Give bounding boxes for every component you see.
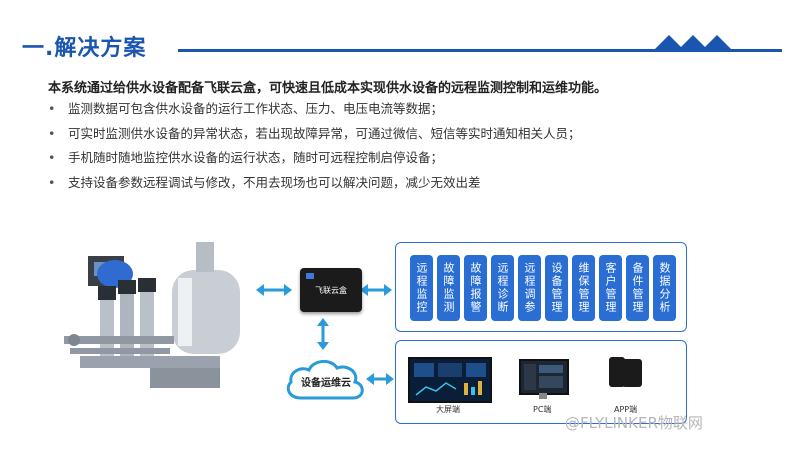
feature-item: 监测数据可包含供水设备的运行工作状态、压力、电压电流等数据； <box>48 100 581 125</box>
app-caption: APP端 <box>614 405 638 414</box>
function-item: 备件管理 <box>626 255 649 321</box>
cloud-icon <box>286 360 364 400</box>
function-item: 维保管理 <box>572 255 595 321</box>
pc-caption: PC端 <box>533 405 552 414</box>
phone-image <box>609 357 625 387</box>
phone-image <box>622 359 642 387</box>
feature-item: 手机随时随地监控供水设备的运行状态，随时可远程控制启停设备； <box>48 149 581 174</box>
device-label: 飞联云盒 <box>315 285 347 295</box>
terminal-panel: 大屏端 PC端 APP端 <box>395 340 687 424</box>
function-item: 远程调参 <box>518 255 541 321</box>
function-panel: 远程监控 故障监测 故障报警 远程诊断 远程调参 设备管理 维保管理 客户管理 … <box>395 242 687 332</box>
vertical-double-arrow-icon <box>317 318 329 350</box>
feature-list: 监测数据可包含供水设备的运行工作状态、压力、电压电流等数据； 可实时监测供水设备… <box>48 100 581 198</box>
function-item: 客户管理 <box>599 255 622 321</box>
function-item: 远程诊断 <box>491 255 514 321</box>
function-item: 故障报警 <box>464 255 487 321</box>
big-screen-image <box>408 357 492 403</box>
function-item: 数据分析 <box>653 255 676 321</box>
watermark: @FLYLINKER物联网 <box>565 414 703 432</box>
dashboard-icon <box>414 363 486 396</box>
cloud-label: 设备运维云 <box>301 378 351 389</box>
pc-dashboard-icon <box>524 364 563 390</box>
pc-screen-image <box>519 359 569 395</box>
double-arrow-icon <box>256 284 292 296</box>
pc-stand <box>539 393 547 399</box>
double-arrow-icon <box>366 373 394 385</box>
cloud-box-device: 飞联云盒 <box>300 268 362 312</box>
mountain-decoration-icon <box>655 35 731 49</box>
water-pump-illustration <box>64 242 240 388</box>
big-screen-caption: 大屏端 <box>436 405 460 414</box>
function-item: 设备管理 <box>545 255 568 321</box>
title-divider <box>178 49 782 52</box>
function-item: 故障监测 <box>437 255 460 321</box>
feature-item: 可实时监测供水设备的异常状态，若出现故障异常，可通过微信、短信等实时通知相关人员… <box>48 125 581 150</box>
page-title: 一.解决方案 <box>22 36 147 61</box>
intro-text: 本系统通过给供水设备配备飞联云盒，可快速且低成本实现供水设备的远程监测控制和运维… <box>48 81 608 96</box>
feature-item: 支持设备参数远程调试与修改，不用去现场也可以解决问题，减少无效出差 <box>48 174 581 199</box>
brand-logo-icon <box>306 273 314 279</box>
function-item: 远程监控 <box>410 255 433 321</box>
double-arrow-icon <box>360 284 392 296</box>
